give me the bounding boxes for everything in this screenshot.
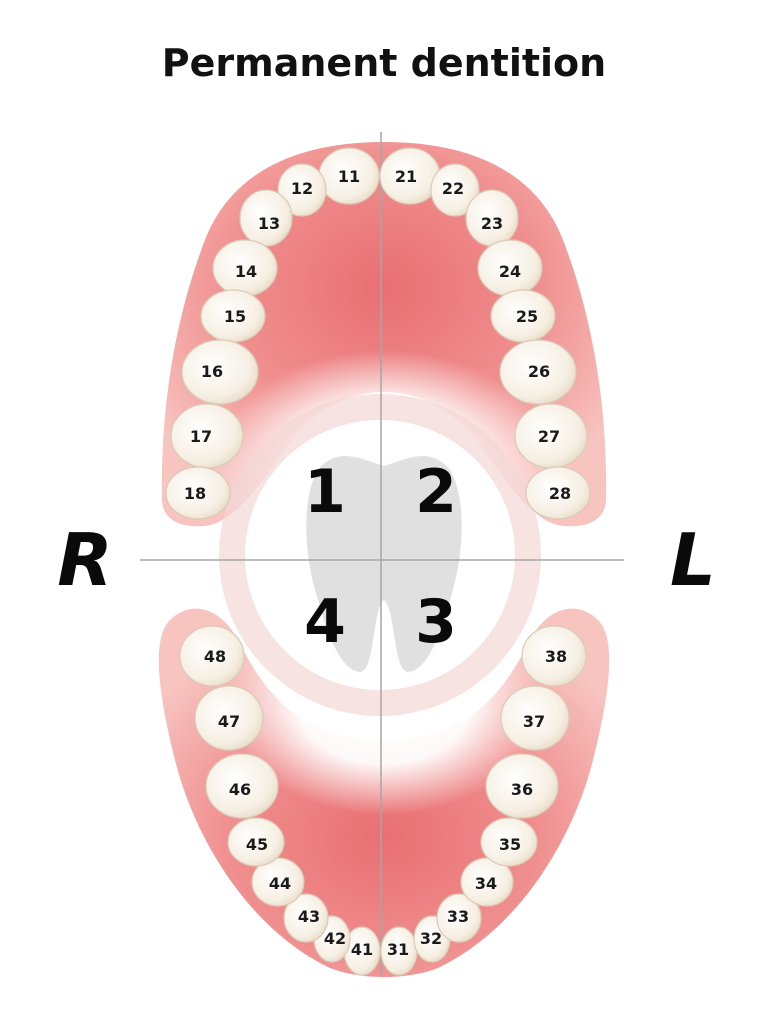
tooth-number: 14 bbox=[235, 262, 257, 281]
tooth-number: 24 bbox=[499, 262, 521, 281]
quadrant-label-3: 3 bbox=[415, 587, 457, 657]
tooth-number: 32 bbox=[420, 929, 442, 948]
tooth-number: 44 bbox=[269, 874, 291, 893]
tooth-25: 25 bbox=[490, 289, 556, 343]
diagram-title: Permanent dentition bbox=[162, 41, 606, 85]
quadrant-upper-left: 21 22 23 24 25 26 27 28 bbox=[379, 147, 591, 520]
tooth-number: 13 bbox=[258, 214, 280, 233]
tooth-number: 15 bbox=[224, 307, 246, 326]
tooth-43: 43 bbox=[283, 893, 329, 943]
quadrant-lower-right: 41 42 43 44 45 46 47 48 bbox=[179, 625, 381, 976]
tooth-23: 23 bbox=[465, 189, 519, 247]
tooth-number: 21 bbox=[395, 167, 417, 186]
tooth-number: 43 bbox=[298, 907, 320, 926]
quadrant-lower-left: 31 32 33 34 35 36 37 38 bbox=[380, 625, 587, 976]
tooth-21: 21 bbox=[379, 147, 441, 205]
tooth-number: 33 bbox=[447, 907, 469, 926]
quadrant-upper-right: 11 12 13 14 15 16 17 18 bbox=[165, 147, 380, 520]
tooth-number: 25 bbox=[516, 307, 538, 326]
tooth-16: 16 bbox=[181, 339, 259, 405]
tooth-number: 38 bbox=[545, 647, 567, 666]
tooth-number: 46 bbox=[229, 780, 251, 799]
tooth-47: 47 bbox=[194, 685, 264, 751]
tooth-number: 41 bbox=[351, 940, 373, 959]
tooth-34: 34 bbox=[460, 857, 514, 907]
tooth-13: 13 bbox=[239, 189, 293, 247]
tooth-number: 37 bbox=[523, 712, 545, 731]
tooth-number: 23 bbox=[481, 214, 503, 233]
tooth-38: 38 bbox=[521, 625, 587, 687]
tooth-26: 26 bbox=[499, 339, 577, 405]
tooth-28: 28 bbox=[525, 466, 591, 520]
tooth-number: 18 bbox=[184, 484, 206, 503]
tooth-22: 22 bbox=[430, 163, 480, 217]
tooth-number: 28 bbox=[549, 484, 571, 503]
tooth-number: 48 bbox=[204, 647, 226, 666]
quadrant-label-2: 2 bbox=[415, 457, 457, 527]
tooth-36: 36 bbox=[485, 753, 559, 819]
tooth-35: 35 bbox=[480, 817, 538, 867]
tooth-48: 48 bbox=[179, 625, 245, 687]
tooth-12: 12 bbox=[277, 163, 327, 217]
tooth-24: 24 bbox=[477, 239, 543, 297]
tooth-14: 14 bbox=[212, 239, 278, 297]
tooth-number: 17 bbox=[190, 427, 212, 446]
tooth-number: 11 bbox=[338, 167, 360, 186]
tooth-31: 31 bbox=[380, 926, 418, 976]
tooth-number: 31 bbox=[387, 940, 409, 959]
tooth-number: 12 bbox=[291, 179, 313, 198]
side-label-left: L bbox=[670, 518, 716, 602]
side-label-right: R bbox=[57, 518, 112, 602]
tooth-46: 46 bbox=[205, 753, 279, 819]
tooth-number: 34 bbox=[475, 874, 497, 893]
tooth-44: 44 bbox=[251, 857, 305, 907]
tooth-number: 42 bbox=[324, 929, 346, 948]
tooth-37: 37 bbox=[500, 685, 570, 751]
tooth-number: 35 bbox=[499, 835, 521, 854]
quadrant-label-1: 1 bbox=[304, 457, 346, 527]
tooth-18: 18 bbox=[165, 466, 231, 520]
tooth-15: 15 bbox=[200, 289, 266, 343]
tooth-number: 16 bbox=[201, 362, 223, 381]
tooth-33: 33 bbox=[436, 893, 482, 943]
tooth-17: 17 bbox=[170, 403, 244, 469]
tooth-number: 36 bbox=[511, 780, 533, 799]
tooth-number: 45 bbox=[246, 835, 268, 854]
tooth-11: 11 bbox=[318, 147, 380, 205]
tooth-number: 27 bbox=[538, 427, 560, 446]
tooth-41: 41 bbox=[343, 926, 381, 976]
tooth-number: 22 bbox=[442, 179, 464, 198]
tooth-number: 47 bbox=[218, 712, 240, 731]
tooth-45: 45 bbox=[227, 817, 285, 867]
tooth-27: 27 bbox=[514, 403, 588, 469]
tooth-watermark bbox=[219, 394, 541, 716]
tooth-number: 26 bbox=[528, 362, 550, 381]
quadrant-label-4: 4 bbox=[304, 587, 346, 657]
